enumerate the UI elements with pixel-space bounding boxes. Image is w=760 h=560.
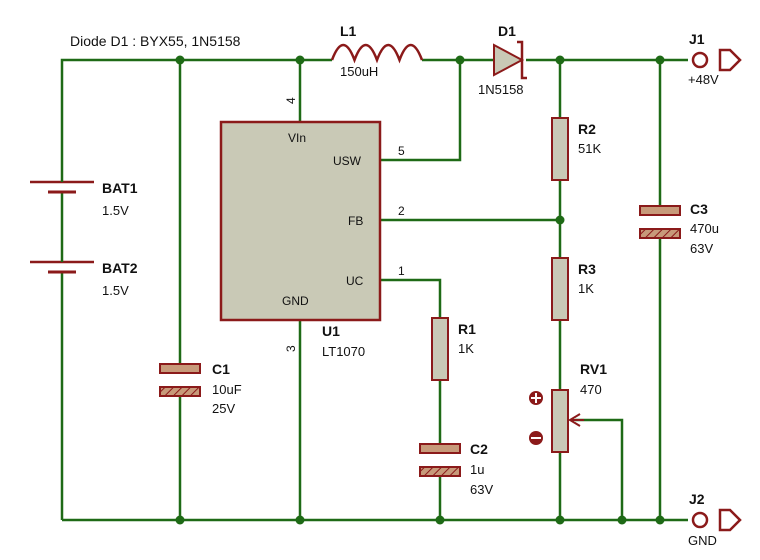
junction-dot bbox=[617, 515, 627, 525]
battery-bat1[interactable] bbox=[30, 180, 94, 194]
l1-value: 150uH bbox=[340, 64, 378, 79]
c3-name: C3 bbox=[690, 201, 708, 217]
terminal-j1[interactable] bbox=[691, 48, 742, 72]
j2-value: GND bbox=[688, 533, 717, 548]
junction-dot bbox=[555, 55, 565, 65]
ic-u1[interactable] bbox=[219, 120, 382, 322]
diode-d1[interactable] bbox=[493, 40, 527, 80]
resistor-r1[interactable] bbox=[431, 317, 449, 381]
j1-value: +48V bbox=[688, 72, 719, 87]
potentiometer-body bbox=[551, 389, 569, 453]
bat1-value: 1.5V bbox=[102, 203, 129, 218]
pin-number-2: 2 bbox=[398, 204, 405, 218]
pin-number-3: 3 bbox=[284, 345, 298, 352]
battery-bat2[interactable] bbox=[30, 260, 94, 274]
junction-dot bbox=[295, 515, 305, 525]
j2-name: J2 bbox=[689, 491, 705, 507]
capacitor-c2[interactable] bbox=[419, 443, 461, 477]
pin-label-gnd: GND bbox=[282, 294, 309, 308]
c3-value: 470u bbox=[690, 221, 719, 236]
pin-label-fb: FB bbox=[348, 214, 363, 228]
r2-name: R2 bbox=[578, 121, 596, 137]
c1-rating: 25V bbox=[212, 401, 235, 416]
terminal-j2[interactable] bbox=[691, 508, 742, 532]
r3-value: 1K bbox=[578, 281, 594, 296]
inductor-l1[interactable] bbox=[330, 43, 424, 64]
junction-dot bbox=[435, 515, 445, 525]
bat1-name: BAT1 bbox=[102, 180, 138, 196]
pin-label-vin: VIn bbox=[288, 131, 306, 145]
diode-cathode-bar bbox=[517, 40, 527, 80]
junctions bbox=[175, 55, 665, 525]
rv1-value: 470 bbox=[580, 382, 602, 397]
l1-name: L1 bbox=[340, 23, 357, 39]
terminal-arrow bbox=[718, 48, 742, 72]
junction-dot bbox=[655, 55, 665, 65]
j1-name: J1 bbox=[689, 31, 705, 47]
wire-usw bbox=[380, 60, 462, 162]
c2-value: 1u bbox=[470, 462, 484, 477]
terminal-ring bbox=[691, 51, 709, 69]
junction-dot bbox=[175, 55, 185, 65]
junction-dot bbox=[655, 515, 665, 525]
capacitor-plate-bottom bbox=[159, 386, 201, 397]
bat2-name: BAT2 bbox=[102, 260, 138, 276]
r1-name: R1 bbox=[458, 321, 476, 337]
rv1-name: RV1 bbox=[580, 361, 607, 377]
diode-note: Diode D1 : BYX55, 1N5158 bbox=[70, 33, 241, 49]
terminal-arrow bbox=[718, 508, 742, 532]
d1-name: D1 bbox=[498, 23, 516, 39]
pot-marker-icon bbox=[529, 391, 543, 405]
wiper-arrow-icon bbox=[568, 413, 581, 427]
wire-top-left bbox=[60, 58, 332, 170]
resistor-r3[interactable] bbox=[551, 257, 569, 321]
junction-dot bbox=[175, 515, 185, 525]
junction-dot bbox=[555, 215, 565, 225]
capacitor-plate-top bbox=[419, 443, 461, 454]
wire-uc bbox=[380, 278, 442, 318]
pin-label-usw: USW bbox=[333, 154, 362, 168]
pin-number-1: 1 bbox=[398, 264, 405, 278]
terminal-ring bbox=[691, 511, 709, 529]
c1-name: C1 bbox=[212, 361, 230, 377]
potentiometer-rv1[interactable] bbox=[529, 389, 584, 453]
d1-value: 1N5158 bbox=[478, 82, 524, 97]
u1-value: LT1070 bbox=[322, 344, 365, 359]
capacitor-c1[interactable] bbox=[159, 363, 201, 397]
junction-dot bbox=[555, 515, 565, 525]
r2-value: 51K bbox=[578, 141, 601, 156]
junction-dot bbox=[295, 55, 305, 65]
pot-marker-icon bbox=[529, 431, 543, 445]
c2-name: C2 bbox=[470, 441, 488, 457]
bat2-value: 1.5V bbox=[102, 283, 129, 298]
pin-number-5: 5 bbox=[398, 144, 405, 158]
wire-rv1-wiper bbox=[575, 418, 624, 520]
junction-dot bbox=[455, 55, 465, 65]
capacitor-plate-bottom bbox=[639, 228, 681, 239]
u1-name: U1 bbox=[322, 323, 340, 339]
pin-number-4: 4 bbox=[284, 97, 298, 104]
capacitor-plate-top bbox=[639, 205, 681, 216]
wires bbox=[60, 58, 688, 522]
pin-label-uc: UC bbox=[346, 274, 364, 288]
c3-rating: 63V bbox=[690, 241, 713, 256]
capacitor-c3[interactable] bbox=[639, 205, 681, 239]
capacitor-plate-bottom bbox=[419, 466, 461, 477]
capacitor-plate-top bbox=[159, 363, 201, 374]
r1-value: 1K bbox=[458, 341, 474, 356]
diode-triangle bbox=[493, 43, 525, 77]
c1-value: 10uF bbox=[212, 382, 242, 397]
r3-name: R3 bbox=[578, 261, 596, 277]
resistor-r2[interactable] bbox=[551, 117, 569, 181]
inductor-coil bbox=[330, 43, 424, 64]
c2-rating: 63V bbox=[470, 482, 493, 497]
ic-body bbox=[219, 120, 382, 322]
